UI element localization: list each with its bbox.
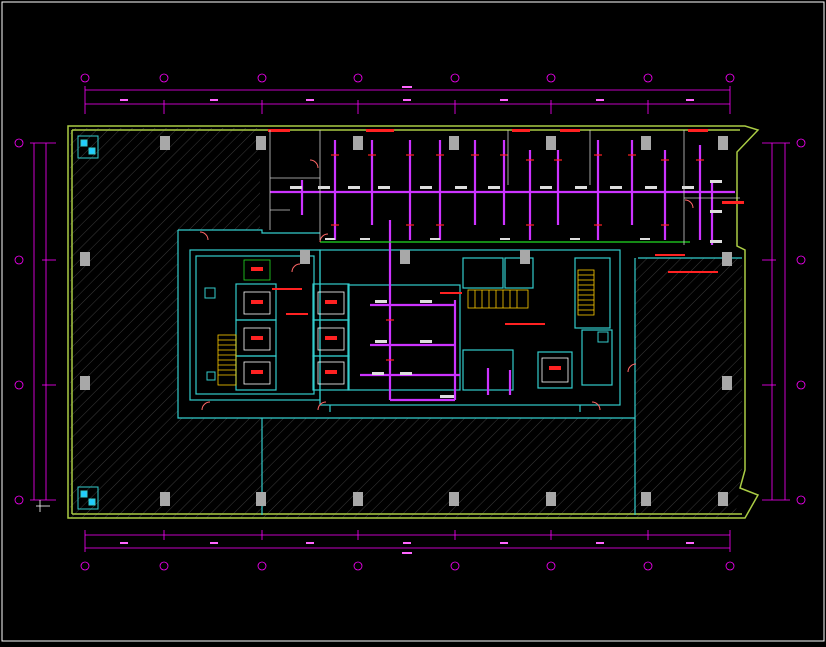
office-partitions xyxy=(269,130,740,245)
corner-equipment xyxy=(77,135,609,510)
grid-bubbles-bottom xyxy=(80,561,735,571)
dimension-text-marks xyxy=(120,86,694,554)
columns xyxy=(80,136,732,506)
elevator-tags xyxy=(251,267,561,374)
grid-bubbles-top xyxy=(80,73,735,83)
diffusers xyxy=(331,154,704,361)
hatched-floor xyxy=(70,128,742,518)
doors xyxy=(199,159,694,411)
grid-bubbles-left xyxy=(14,138,24,505)
grid-bubbles-right xyxy=(796,138,806,505)
stairs xyxy=(217,269,595,386)
elevators xyxy=(243,259,569,385)
north-arrow-mark xyxy=(36,500,50,512)
dimension-lines xyxy=(30,86,790,552)
core-wall xyxy=(177,229,742,515)
outer-wall xyxy=(67,125,760,519)
red-annotations xyxy=(268,129,744,325)
duct-labels xyxy=(290,180,722,398)
